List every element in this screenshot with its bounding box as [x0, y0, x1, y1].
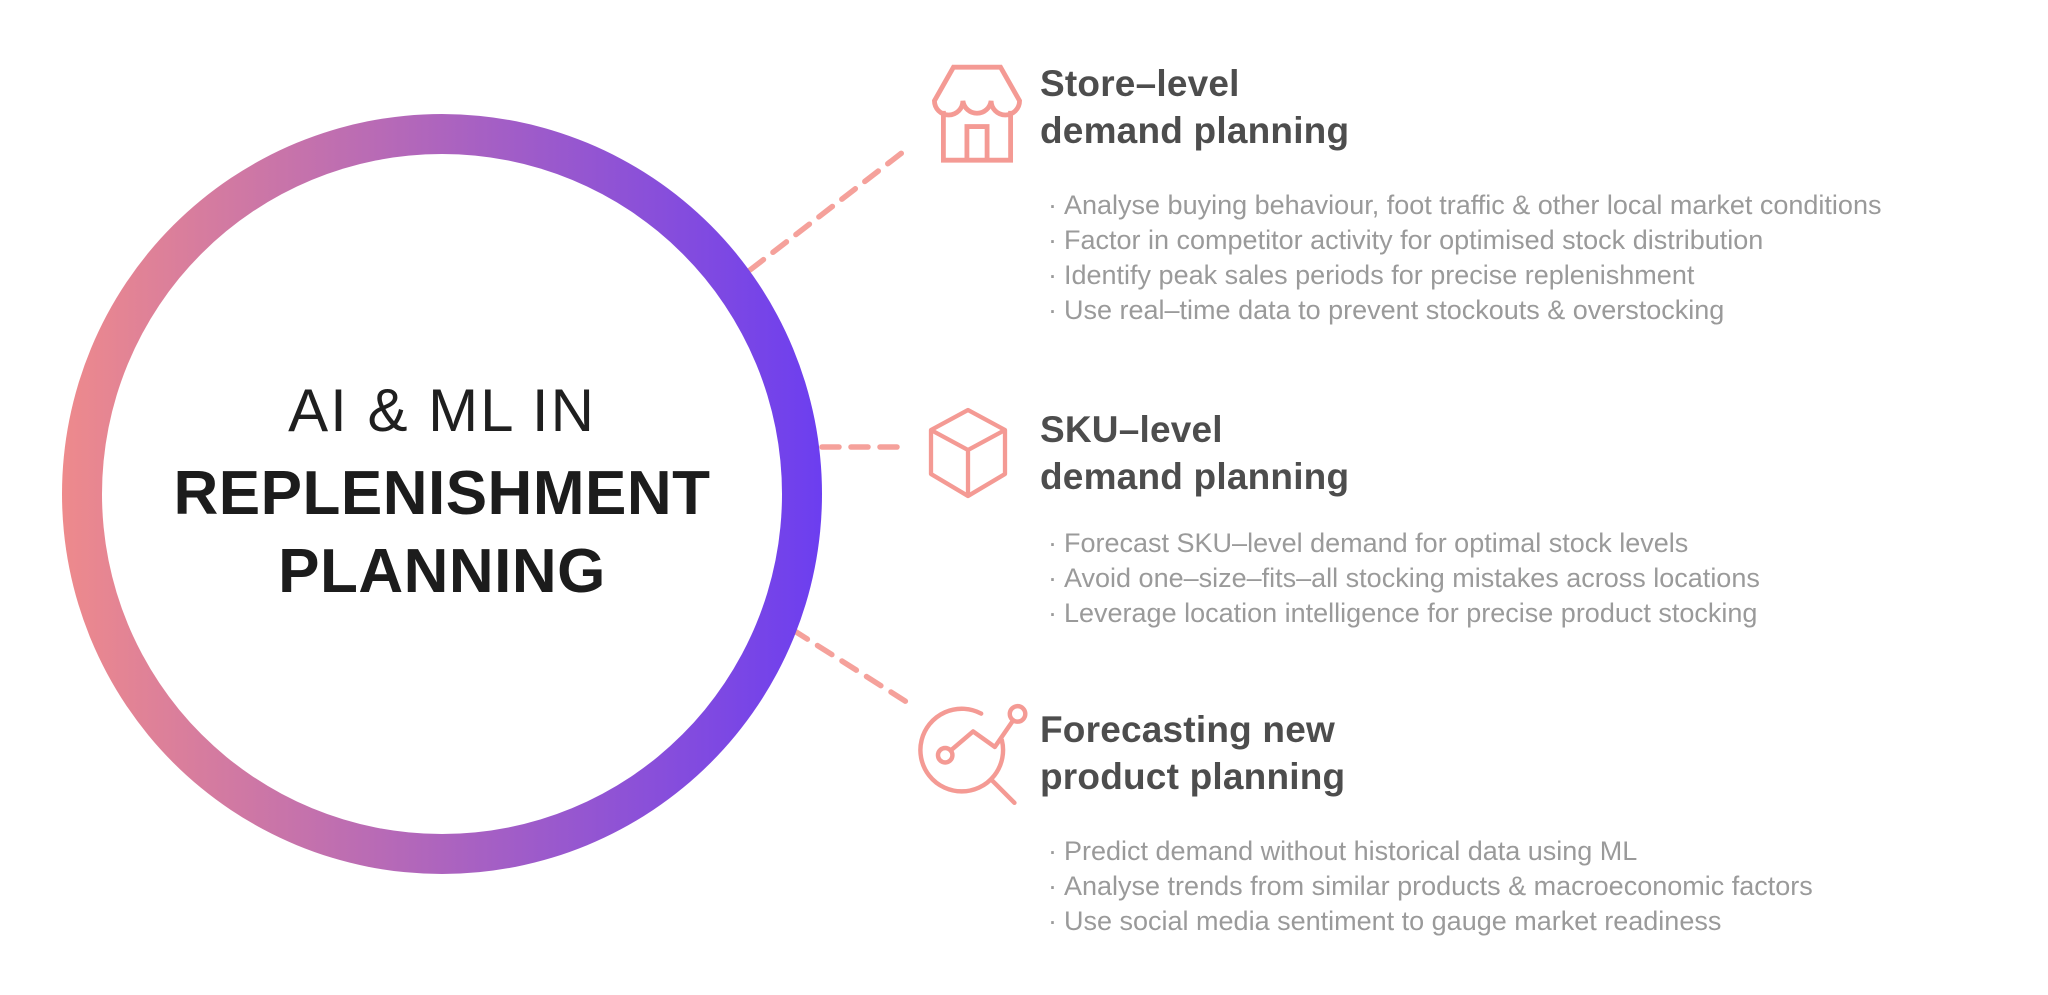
connector-line-forecast	[790, 627, 916, 709]
storefront-icon	[932, 64, 1022, 163]
cube-icon	[928, 407, 1008, 499]
bullet-item: ·Analyse buying behaviour, foot traffic …	[1048, 190, 1882, 220]
bullet-item: ·Forecast SKU–level demand for optimal s…	[1048, 528, 1689, 558]
bullet-item: ·Use social media sentiment to gauge mar…	[1048, 906, 1722, 936]
bullet-list-forecasting: ·Predict demand without historical data …	[1048, 834, 1813, 939]
center-title-line3: PLANNING	[278, 537, 606, 606]
center-title-block: AI & ML IN REPLENISHMENT PLANNING	[102, 154, 782, 834]
trend-forecast-icon	[918, 703, 1028, 805]
bullet-list-store: ·Analyse buying behaviour, foot traffic …	[1048, 188, 1881, 328]
bullet-item: ·Avoid one–size–fits–all stocking mistak…	[1048, 563, 1760, 593]
bullet-list-sku: ·Forecast SKU–level demand for optimal s…	[1048, 526, 1760, 631]
bullet-item: ·Use real–time data to prevent stockouts…	[1048, 295, 1725, 325]
bullet-item: ·Factor in competitor activity for optim…	[1048, 225, 1764, 255]
connector-line-store	[747, 149, 906, 273]
gradient-ring: AI & ML IN REPLENISHMENT PLANNING	[62, 114, 822, 874]
bullet-item: ·Identify peak sales periods for precise…	[1048, 260, 1695, 290]
bullet-item: ·Leverage location intelligence for prec…	[1048, 598, 1758, 628]
bullet-item: ·Predict demand without historical data …	[1048, 836, 1638, 866]
bullet-item: ·Analyse trends from similar products & …	[1048, 871, 1813, 901]
center-title-line1: AI & ML IN	[288, 377, 596, 444]
center-title-line2: REPLENISHMENT	[173, 459, 711, 528]
